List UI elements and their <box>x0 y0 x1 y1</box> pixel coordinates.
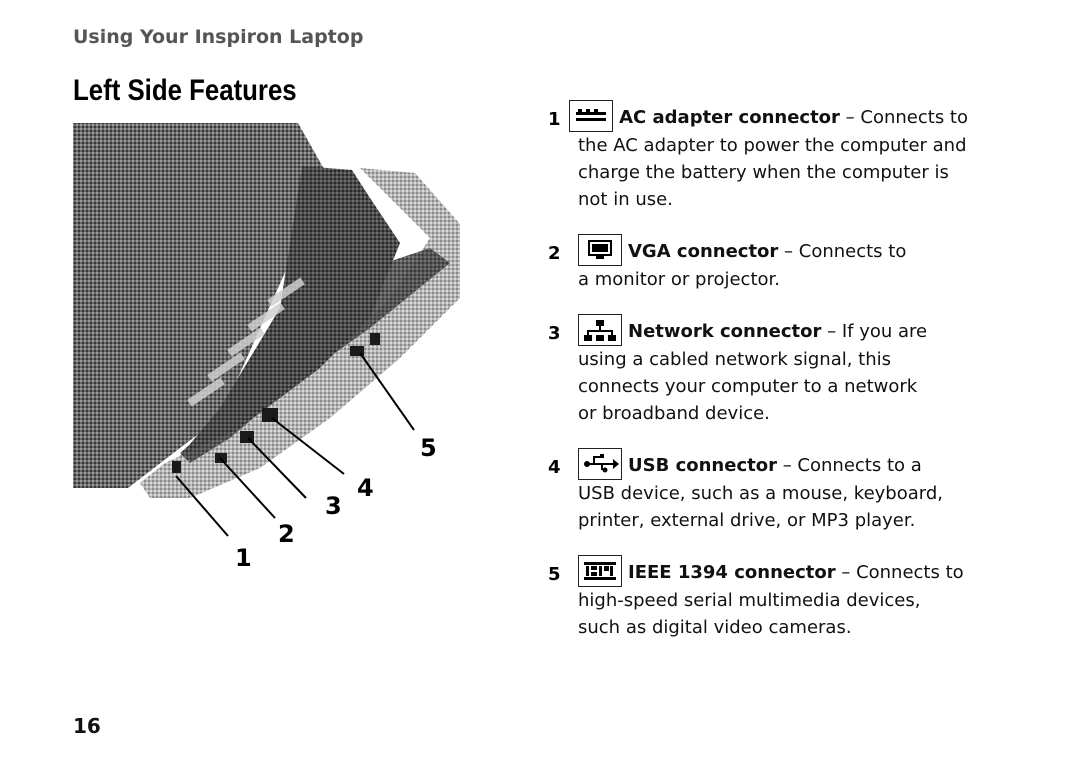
feature-desc-line: or broadband device. <box>578 403 770 424</box>
feature-lead: Connects to <box>856 562 964 583</box>
page-number: 16 <box>73 714 101 738</box>
feature-lead: If you are <box>841 321 928 342</box>
callout-5: 5 <box>420 434 437 462</box>
feature-name: Network connector <box>628 321 822 342</box>
ac-adapter-icon <box>569 100 614 132</box>
feature-list: 1 AC adapter connector – Connects to the… <box>548 96 968 658</box>
feature-desc-line: using a cabled network signal, this <box>578 349 892 370</box>
laptop-left-side-illustration <box>73 123 460 537</box>
feature-name: AC adapter connector <box>619 107 840 128</box>
feature-desc-line: the AC adapter to power the computer and <box>578 135 967 156</box>
feature-item: 3 Network connector – If you are using a… <box>548 310 968 427</box>
feature-desc-line: high-speed serial multimedia devices, <box>578 590 921 611</box>
page-title: Left Side Features <box>73 74 297 107</box>
feature-separator: – <box>821 321 842 342</box>
callout-2: 2 <box>278 520 295 548</box>
callout-4: 4 <box>357 474 374 502</box>
feature-desc-line: connects your computer to a network <box>578 376 918 397</box>
feature-number: 1 <box>548 109 561 130</box>
feature-desc-line: such as digital video cameras. <box>578 617 852 638</box>
ieee-1394-icon <box>578 555 622 587</box>
feature-number: 5 <box>548 564 561 585</box>
feature-name: IEEE 1394 connector <box>628 562 836 583</box>
section-header: Using Your Inspiron Laptop <box>73 26 364 48</box>
feature-number: 3 <box>548 323 561 344</box>
feature-separator: – <box>839 107 861 128</box>
callout-1: 1 <box>235 544 252 572</box>
feature-desc-line: printer, external drive, or MP3 player. <box>578 510 916 531</box>
feature-lead: Connects to a <box>797 455 922 476</box>
feature-desc-line: USB device, such as a mouse, keyboard, <box>578 483 943 504</box>
laptop-lid <box>73 123 328 488</box>
callout-3: 3 <box>325 492 342 520</box>
feature-separator: – <box>776 455 798 476</box>
feature-number: 2 <box>548 243 561 264</box>
feature-separator: – <box>778 241 799 262</box>
feature-item: 2 VGA connector – Connects to a monitor … <box>548 230 968 293</box>
feature-lead: Connects to <box>798 241 907 262</box>
feature-item: 5 IEEE 1394 connector – Connects to high… <box>548 551 968 641</box>
feature-lead: Connects to <box>860 107 968 128</box>
feature-separator: – <box>835 562 857 583</box>
feature-name: USB connector <box>628 455 777 476</box>
network-icon <box>578 314 622 346</box>
feature-number: 4 <box>548 457 561 478</box>
feature-item: 1 AC adapter connector – Connects to the… <box>548 96 968 213</box>
usb-icon <box>578 448 622 480</box>
laptop-side-panel <box>160 166 400 490</box>
vga-monitor-icon <box>578 234 622 266</box>
feature-desc-line: charge the battery when the computer is <box>578 162 949 183</box>
feature-desc-line: a monitor or projector. <box>578 269 780 290</box>
feature-item: 4 USB connector – Connects to a USB devi… <box>548 444 968 534</box>
feature-name: VGA connector <box>628 241 779 262</box>
feature-desc-line: not in use. <box>578 189 673 210</box>
